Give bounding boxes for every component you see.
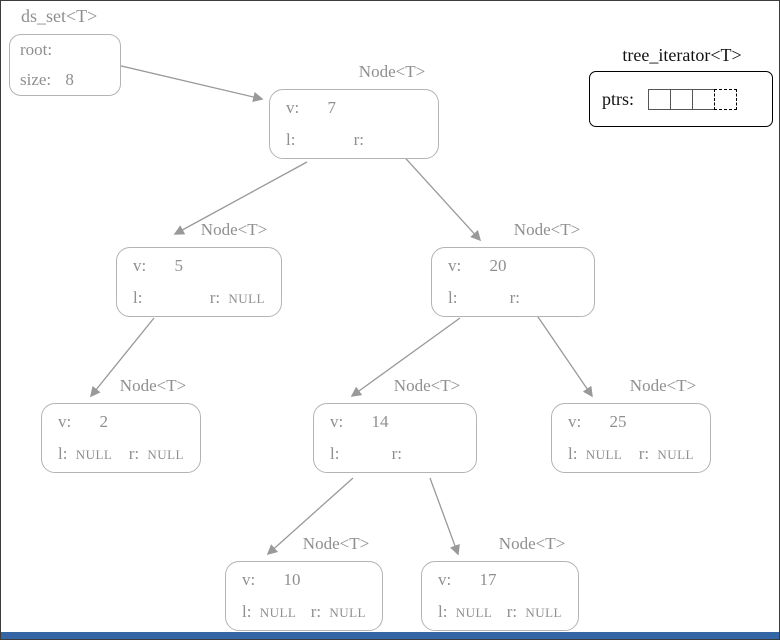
node-title-2: Node<T> <box>119 376 187 395</box>
iterator-cell <box>648 88 672 110</box>
root-label: root: <box>20 40 53 59</box>
r-field: r: <box>392 444 402 464</box>
root-field: root: <box>20 40 110 60</box>
v-label: v: <box>242 570 256 589</box>
r-field: r: NULL <box>311 602 366 622</box>
r-label: r: <box>353 130 364 149</box>
r-label: r: <box>128 444 140 463</box>
v-value: 10 <box>283 570 301 589</box>
node-7: v: 7 l: r: <box>269 89 439 159</box>
l-label: l: <box>448 288 458 307</box>
root-box: root: size: 8 <box>9 34 121 96</box>
l-label: l: <box>438 602 448 621</box>
l-field: l: NULL <box>568 444 622 464</box>
v-value: 25 <box>609 412 627 431</box>
node-14: v: 14 l: r: <box>313 403 477 473</box>
node-25: v: 25 l: NULL r: NULL <box>551 403 711 473</box>
r-value: NULL <box>228 291 265 306</box>
l-field: l: NULL <box>438 602 492 622</box>
l-field: l: <box>448 288 457 308</box>
v-value: 17 <box>479 570 497 589</box>
v-value: 2 <box>99 412 108 431</box>
l-label: l: <box>133 288 143 307</box>
iterator-cell <box>670 88 694 110</box>
iterator-box: ptrs: <box>589 71 773 127</box>
l-label: l: <box>568 444 578 463</box>
l-label: l: <box>286 130 296 149</box>
l-field: l: NULL <box>242 602 296 622</box>
v-label: v: <box>286 98 300 117</box>
l-value: NULL <box>455 605 493 620</box>
node-title-10: Node<T> <box>302 534 370 553</box>
v-value: 20 <box>489 256 507 275</box>
l-label: l: <box>330 444 340 463</box>
node-5: v: 5 l: r: NULL <box>116 247 282 317</box>
l-value: NULL <box>259 605 297 620</box>
r-value: NULL <box>329 605 366 620</box>
r-value: NULL <box>525 605 562 620</box>
r-label: r: <box>310 602 322 621</box>
ptrs-label: ptrs: <box>602 88 635 109</box>
node-title-5: Node<T> <box>200 220 268 239</box>
node-title-17: Node<T> <box>498 534 566 553</box>
edge-root-7 <box>99 60 264 103</box>
v-label: v: <box>133 256 147 275</box>
r-field: r: NULL <box>507 602 562 622</box>
node-2: v: 2 l: NULL r: NULL <box>41 403 201 473</box>
v-value: 7 <box>327 98 336 117</box>
node-17: v: 17 l: NULL r: NULL <box>421 561 579 631</box>
size-value: 8 <box>65 70 74 89</box>
node-10: v: 10 l: NULL r: NULL <box>225 561 383 631</box>
r-field: r: NULL <box>129 444 184 464</box>
r-value: NULL <box>657 447 694 462</box>
v-label: v: <box>438 570 452 589</box>
l-label: l: <box>58 444 68 463</box>
size-label: size: <box>20 70 52 89</box>
node-title-14: Node<T> <box>393 376 461 395</box>
v-label: v: <box>568 412 582 431</box>
v-label: v: <box>58 412 72 431</box>
size-field: size: 8 <box>20 70 110 90</box>
set-title: ds_set<T> <box>21 6 98 26</box>
v-value: 14 <box>371 412 389 431</box>
l-value: NULL <box>75 447 113 462</box>
iterator-cell <box>692 88 716 110</box>
iterator-title: tree_iterator<T> <box>622 45 742 65</box>
r-label: r: <box>638 444 650 463</box>
l-field: l: <box>286 130 295 150</box>
iterator-cell-dashed <box>714 88 738 110</box>
l-field: l: <box>133 288 142 308</box>
r-field: r: NULL <box>639 444 694 464</box>
r-label: r: <box>209 288 221 307</box>
v-label: v: <box>448 256 462 275</box>
v-value: 5 <box>174 256 183 275</box>
r-field: r: NULL <box>210 288 265 308</box>
r-field: r: <box>354 130 364 150</box>
r-label: r: <box>391 444 402 463</box>
r-label: r: <box>509 288 520 307</box>
r-field: r: <box>510 288 520 308</box>
l-label: l: <box>242 602 252 621</box>
l-value: NULL <box>585 447 623 462</box>
node-20: v: 20 l: r: <box>431 247 595 317</box>
window-bottom-edge <box>1 632 779 639</box>
r-label: r: <box>506 602 518 621</box>
node-title-20: Node<T> <box>513 220 581 239</box>
l-field: l: NULL <box>58 444 112 464</box>
l-field: l: <box>330 444 339 464</box>
v-label: v: <box>330 412 344 431</box>
iterator-cells <box>648 88 738 110</box>
node-title-7: Node<T> <box>358 62 426 81</box>
node-title-25: Node<T> <box>629 376 697 395</box>
r-value: NULL <box>147 447 184 462</box>
